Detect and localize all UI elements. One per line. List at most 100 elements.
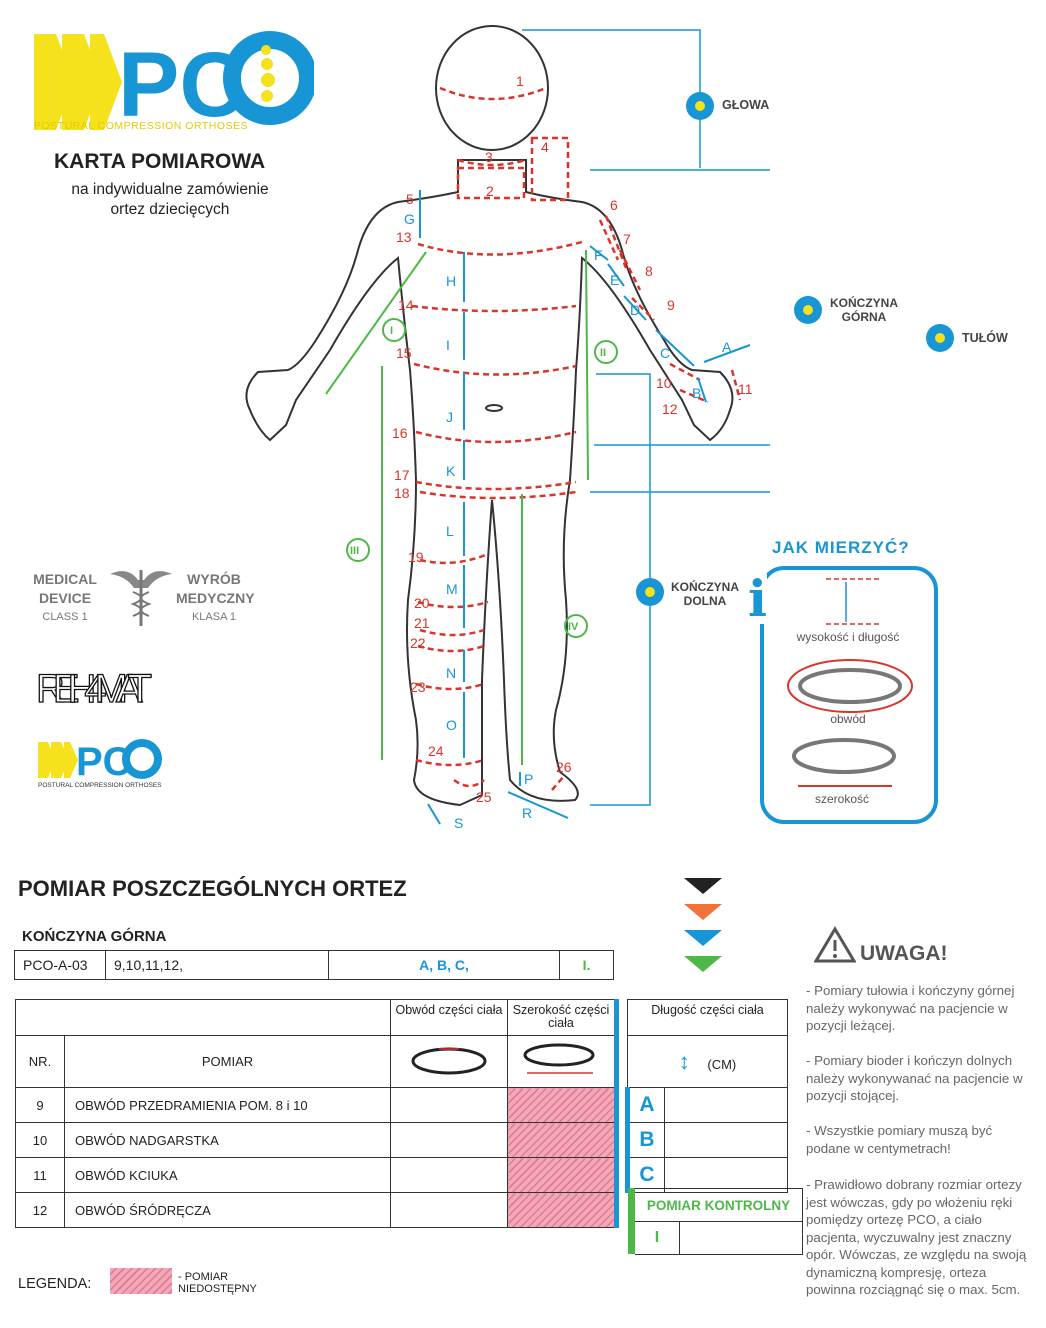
how-to-box [760, 566, 938, 824]
length-arrows [419, 190, 751, 825]
svg-text:M: M [446, 581, 458, 597]
uwaga-item: - Pomiary tułowia i kończyny górnej nale… [806, 983, 1015, 1033]
torso-group-dot [926, 324, 954, 352]
svg-text:16: 16 [392, 425, 408, 441]
length-letter: C [625, 1157, 665, 1193]
control-roman: I [635, 1222, 680, 1254]
row-circ-value[interactable] [390, 1087, 508, 1123]
order-row-table: PCO-A-03 9,10,11,12, A, B, C, I. [14, 950, 614, 980]
svg-text:7: 7 [623, 231, 631, 247]
row-width-unavailable [507, 1157, 619, 1193]
svg-text:2: 2 [486, 183, 494, 199]
row-nr: 9 [15, 1087, 65, 1123]
wyrob-medyczny-label: WYRÓB MEDYCZNY KLASA 1 [176, 570, 255, 627]
width-icon-cell [507, 1035, 619, 1088]
logo-subtitle: POSTURAL COMPRESSION ORTHOSES [34, 120, 249, 132]
head-group-dot [686, 92, 714, 120]
svg-text:F: F [594, 247, 603, 263]
row-width-unavailable [507, 1122, 619, 1158]
md-line2: DEVICE [38, 590, 92, 606]
group-head-label: GŁOWA [722, 98, 770, 112]
svg-text:O: O [446, 717, 457, 733]
row-circ-value[interactable] [390, 1192, 508, 1228]
legend-hatch-swatch [110, 1268, 172, 1294]
md-line1: MEDICAL [33, 571, 97, 587]
pco-logo-small: PC [38, 739, 162, 784]
svg-text:24: 24 [428, 743, 444, 759]
uwaga-item: - Prawidłowo dobrany rozmiar ortezy jest… [806, 1177, 1027, 1297]
lower-limb-group-dot [636, 578, 664, 606]
caduceus-icon [110, 570, 172, 626]
svg-text:I: I [446, 337, 450, 353]
measurement-table: Obwód części ciała Szerokość części ciał… [15, 999, 619, 1228]
info-icon: i [748, 569, 767, 628]
row-width-unavailable [507, 1087, 619, 1123]
page-subtitle: na indywidualne zamówienie ortez dziecię… [71, 181, 269, 218]
col-length-header: Długość części ciała [627, 999, 788, 1036]
length-value[interactable] [664, 1122, 788, 1158]
svg-text:23: 23 [410, 679, 426, 695]
row-circ-value[interactable] [390, 1122, 508, 1158]
svg-text:G: G [404, 211, 415, 227]
svg-text:15: 15 [396, 345, 412, 361]
measure-header: POMIAR [64, 1035, 391, 1088]
length-letter: A [625, 1087, 665, 1123]
row-name: OBWÓD ŚRÓDRĘCZA [64, 1192, 391, 1228]
circ-icon-cell [390, 1035, 508, 1088]
control-value[interactable] [680, 1222, 802, 1254]
svg-text:26: 26 [556, 759, 572, 775]
svg-text:5: 5 [406, 191, 414, 207]
svg-text:R: R [522, 805, 532, 821]
svg-text:N: N [446, 665, 456, 681]
svg-text:4: 4 [541, 139, 549, 155]
length-unit: (CM) [707, 1056, 737, 1072]
length-unit-cell: ↕ (CM) [627, 1035, 788, 1088]
section-title: POMIAR POSZCZEGÓLNYCH ORTEZ [18, 876, 407, 901]
group-torso-label: TUŁÓW [962, 331, 1008, 345]
blank-header [15, 999, 391, 1036]
uwaga-item: - Wszystkie pomiary muszą być podane w c… [806, 1123, 993, 1156]
svg-text:14: 14 [398, 297, 414, 313]
order-code: PCO-A-03 [14, 950, 106, 980]
wm-class: KLASA 1 [191, 611, 237, 623]
svg-text:9: 9 [667, 297, 675, 313]
order-numbers: 9,10,11,12, [105, 950, 329, 980]
svg-text:10: 10 [656, 375, 672, 391]
svg-text:P: P [524, 771, 533, 787]
row-circ-value[interactable] [390, 1157, 508, 1193]
head-shape [435, 25, 549, 151]
nr-header: NR. [15, 1035, 65, 1088]
row-nr: 11 [15, 1157, 65, 1193]
svg-text:19: 19 [408, 549, 424, 565]
svg-text:13: 13 [396, 229, 412, 245]
svg-text:C: C [660, 345, 670, 361]
order-roman: I. [559, 950, 614, 980]
row-width-unavailable [507, 1192, 619, 1228]
svg-text:17: 17 [394, 467, 410, 483]
warning-icon [814, 926, 856, 963]
length-value[interactable] [664, 1087, 788, 1123]
svg-text:18: 18 [394, 485, 410, 501]
row-name: OBWÓD PRZEDRAMIENIA POM. 8 i 10 [64, 1087, 391, 1123]
control-measure-title: POMIAR KONTROLNY [635, 1188, 803, 1222]
svg-text:H: H [446, 273, 456, 289]
svg-text:IV: IV [568, 621, 579, 633]
svg-text:B: B [692, 385, 701, 401]
length-value[interactable] [664, 1157, 788, 1193]
legend-text: - POMIAR NIEDOSTĘPNY [178, 1271, 257, 1295]
uwaga-item: - Pomiary bioder i kończyn dolnych należ… [806, 1053, 1023, 1103]
svg-text:25: 25 [476, 789, 492, 805]
col-circ-header: Obwód części ciała [390, 999, 508, 1036]
circumference-icon [411, 1047, 487, 1075]
green-lines [325, 249, 618, 765]
how-to-width-label: szerokość [814, 792, 870, 806]
svg-text:K: K [446, 463, 456, 479]
body-letter-labels: GHI JKL MNO PFE DCB ARS [404, 211, 732, 831]
svg-text:REH4MAT: REH4MAT [36, 667, 152, 710]
rehamat-logo: REH4MAT [36, 666, 153, 710]
group-upper-limb-label: KOŃCZYNA GÓRNA [830, 296, 898, 324]
svg-text:22: 22 [410, 635, 426, 651]
how-to-illustrations [787, 578, 913, 787]
